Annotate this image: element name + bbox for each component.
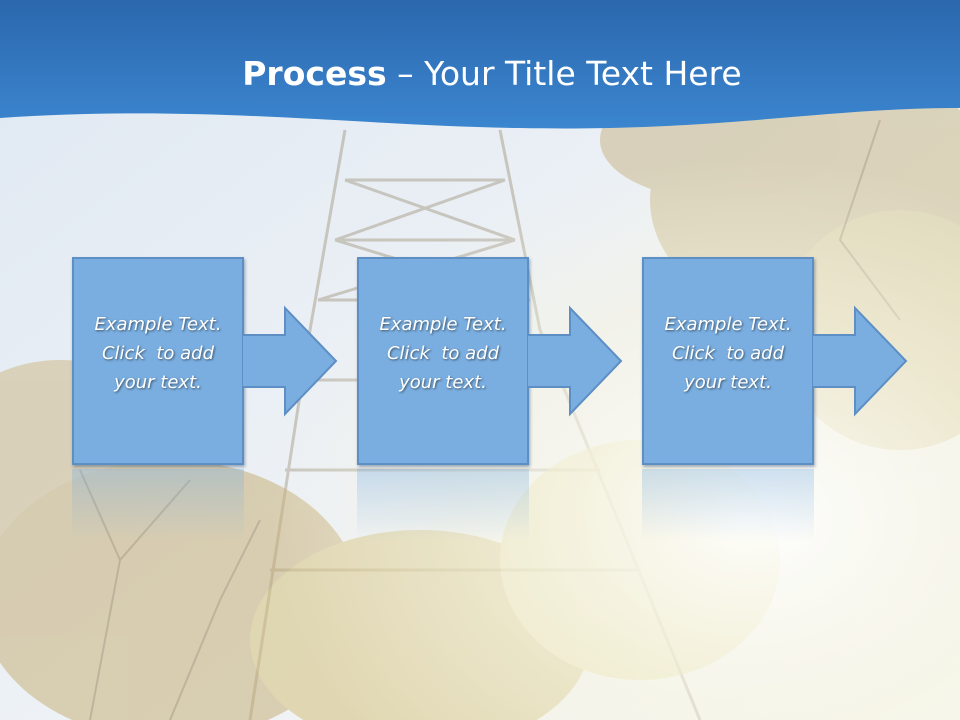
step-text-line: your text. bbox=[114, 372, 202, 393]
step-text-line: Click to add bbox=[671, 343, 784, 364]
step-text-line: your text. bbox=[684, 372, 772, 393]
step-box bbox=[357, 257, 529, 465]
process-step-2[interactable]: Example Text. Click to add your text. bbox=[357, 257, 529, 541]
step-text-line: Click to add bbox=[101, 343, 214, 364]
title-band bbox=[0, 0, 960, 129]
slide-title[interactable]: Process – Your Title Text Here bbox=[0, 52, 960, 96]
arrow-right-icon bbox=[243, 305, 338, 417]
step-text[interactable]: Example Text. Click to add your text. bbox=[72, 310, 244, 397]
step-text-line: Example Text. bbox=[379, 314, 507, 335]
step-text-line: Click to add bbox=[386, 343, 499, 364]
step-text[interactable]: Example Text. Click to add your text. bbox=[357, 310, 529, 397]
arrow-right-icon bbox=[813, 305, 908, 417]
step-text-line: your text. bbox=[399, 372, 487, 393]
step-reflection bbox=[642, 469, 814, 541]
process-step-3[interactable]: Example Text. Click to add your text. bbox=[642, 257, 814, 541]
title-rest-part: – Your Title Text Here bbox=[386, 54, 742, 93]
step-text-line: Example Text. bbox=[664, 314, 792, 335]
process-step-1[interactable]: Example Text. Click to add your text. bbox=[72, 257, 244, 541]
step-reflection bbox=[357, 469, 529, 541]
step-reflection bbox=[72, 469, 244, 541]
arrow-right-icon bbox=[528, 305, 623, 417]
step-text[interactable]: Example Text. Click to add your text. bbox=[642, 310, 814, 397]
title-bold-part: Process bbox=[242, 54, 387, 93]
step-text-line: Example Text. bbox=[94, 314, 222, 335]
